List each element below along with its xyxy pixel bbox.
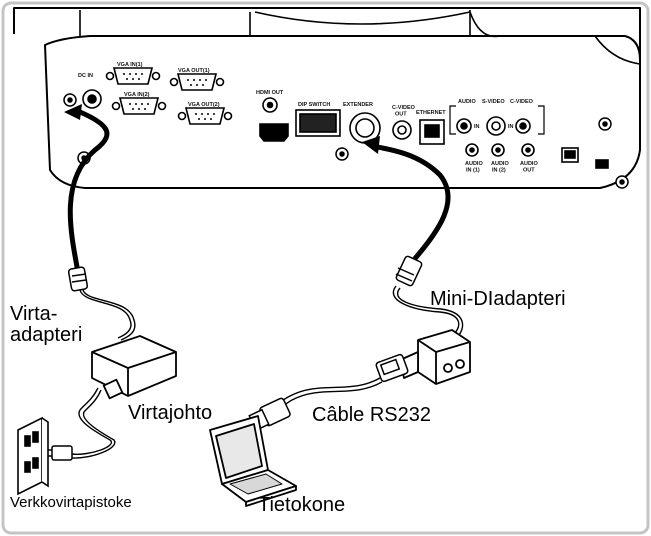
port-label-dip-switch: DIP SWITCH — [298, 102, 330, 108]
port-label-audio-in-2-line1: AUDIO — [491, 161, 509, 167]
device-rear-panel — [13, 7, 641, 189]
port-label-audio-out: AUDIO OUT — [520, 161, 539, 174]
port-label-audio-in-2-line2: IN (2) — [492, 168, 506, 174]
label-rs232-cable: Câble RS232 — [312, 404, 431, 426]
arrow-head-power — [64, 104, 82, 120]
port-label-in-2: IN — [508, 124, 514, 130]
label-power-cord: Virtajohto — [128, 402, 213, 424]
port-label-in-1: IN — [474, 124, 480, 130]
arrow-head-extender — [362, 136, 380, 154]
port-label-s-video: S-VIDEO — [482, 99, 505, 105]
label-power-adapter: Virta- adapteri — [10, 304, 82, 346]
power-cable — [67, 109, 110, 275]
port-label-vga-in-1: VGA IN(1) — [117, 62, 143, 68]
power-cord — [71, 387, 113, 455]
port-label-audio-in-1: AUDIO IN (1) — [465, 161, 484, 174]
port-label-vga-in-2: VGA IN(2) — [124, 92, 150, 98]
extender-cable — [369, 143, 451, 265]
av-ports — [259, 97, 609, 169]
dc-in-port — [82, 89, 102, 109]
mini-din-adapter — [399, 329, 471, 385]
label-mini-din-adapter: Mini-DIadapteri — [430, 288, 566, 310]
laptop-computer — [209, 415, 297, 507]
port-label-c-video-out-line2: OUT — [395, 112, 407, 118]
port-label-vga-out-1: VGA OUT(1) — [178, 68, 210, 74]
port-label-audio-in-1-line1: AUDIO — [465, 161, 483, 167]
port-label-ethernet: ETHERNET — [416, 110, 446, 116]
port-label-audio-out-line1: AUDIO — [520, 161, 538, 167]
power-adapter — [91, 335, 177, 400]
label-power-adapter-line2: adapteri — [10, 324, 83, 346]
port-label-audio: AUDIO — [458, 99, 476, 105]
vga-ports — [105, 67, 233, 125]
port-label-c-video-out-line1: C-VIDEO — [392, 105, 416, 111]
wall-outlet — [17, 416, 49, 496]
port-label-audio-in-1-line2: IN (1) — [466, 168, 480, 174]
dc-plug — [67, 266, 89, 292]
port-label-c-video: C-VIDEO — [510, 99, 534, 105]
label-power-adapter-line1: Virta- — [10, 303, 58, 325]
port-label-c-video-out: C-VIDEO OUT — [392, 105, 416, 118]
label-wall-outlet: Verkkovirtapistoke — [10, 494, 132, 511]
port-label-dc-in: DC IN — [78, 73, 93, 79]
port-label-extender: EXTENDER — [343, 102, 373, 108]
port-label-vga-out-2: VGA OUT(2) — [188, 102, 220, 108]
port-label-hdmi-out: HDMI OUT — [256, 90, 284, 96]
label-computer: Tietokone — [258, 494, 346, 516]
port-label-audio-out-line2: OUT — [523, 168, 535, 174]
port-label-audio-in-2: AUDIO IN (2) — [491, 161, 510, 174]
mini-din-plug — [395, 255, 423, 287]
